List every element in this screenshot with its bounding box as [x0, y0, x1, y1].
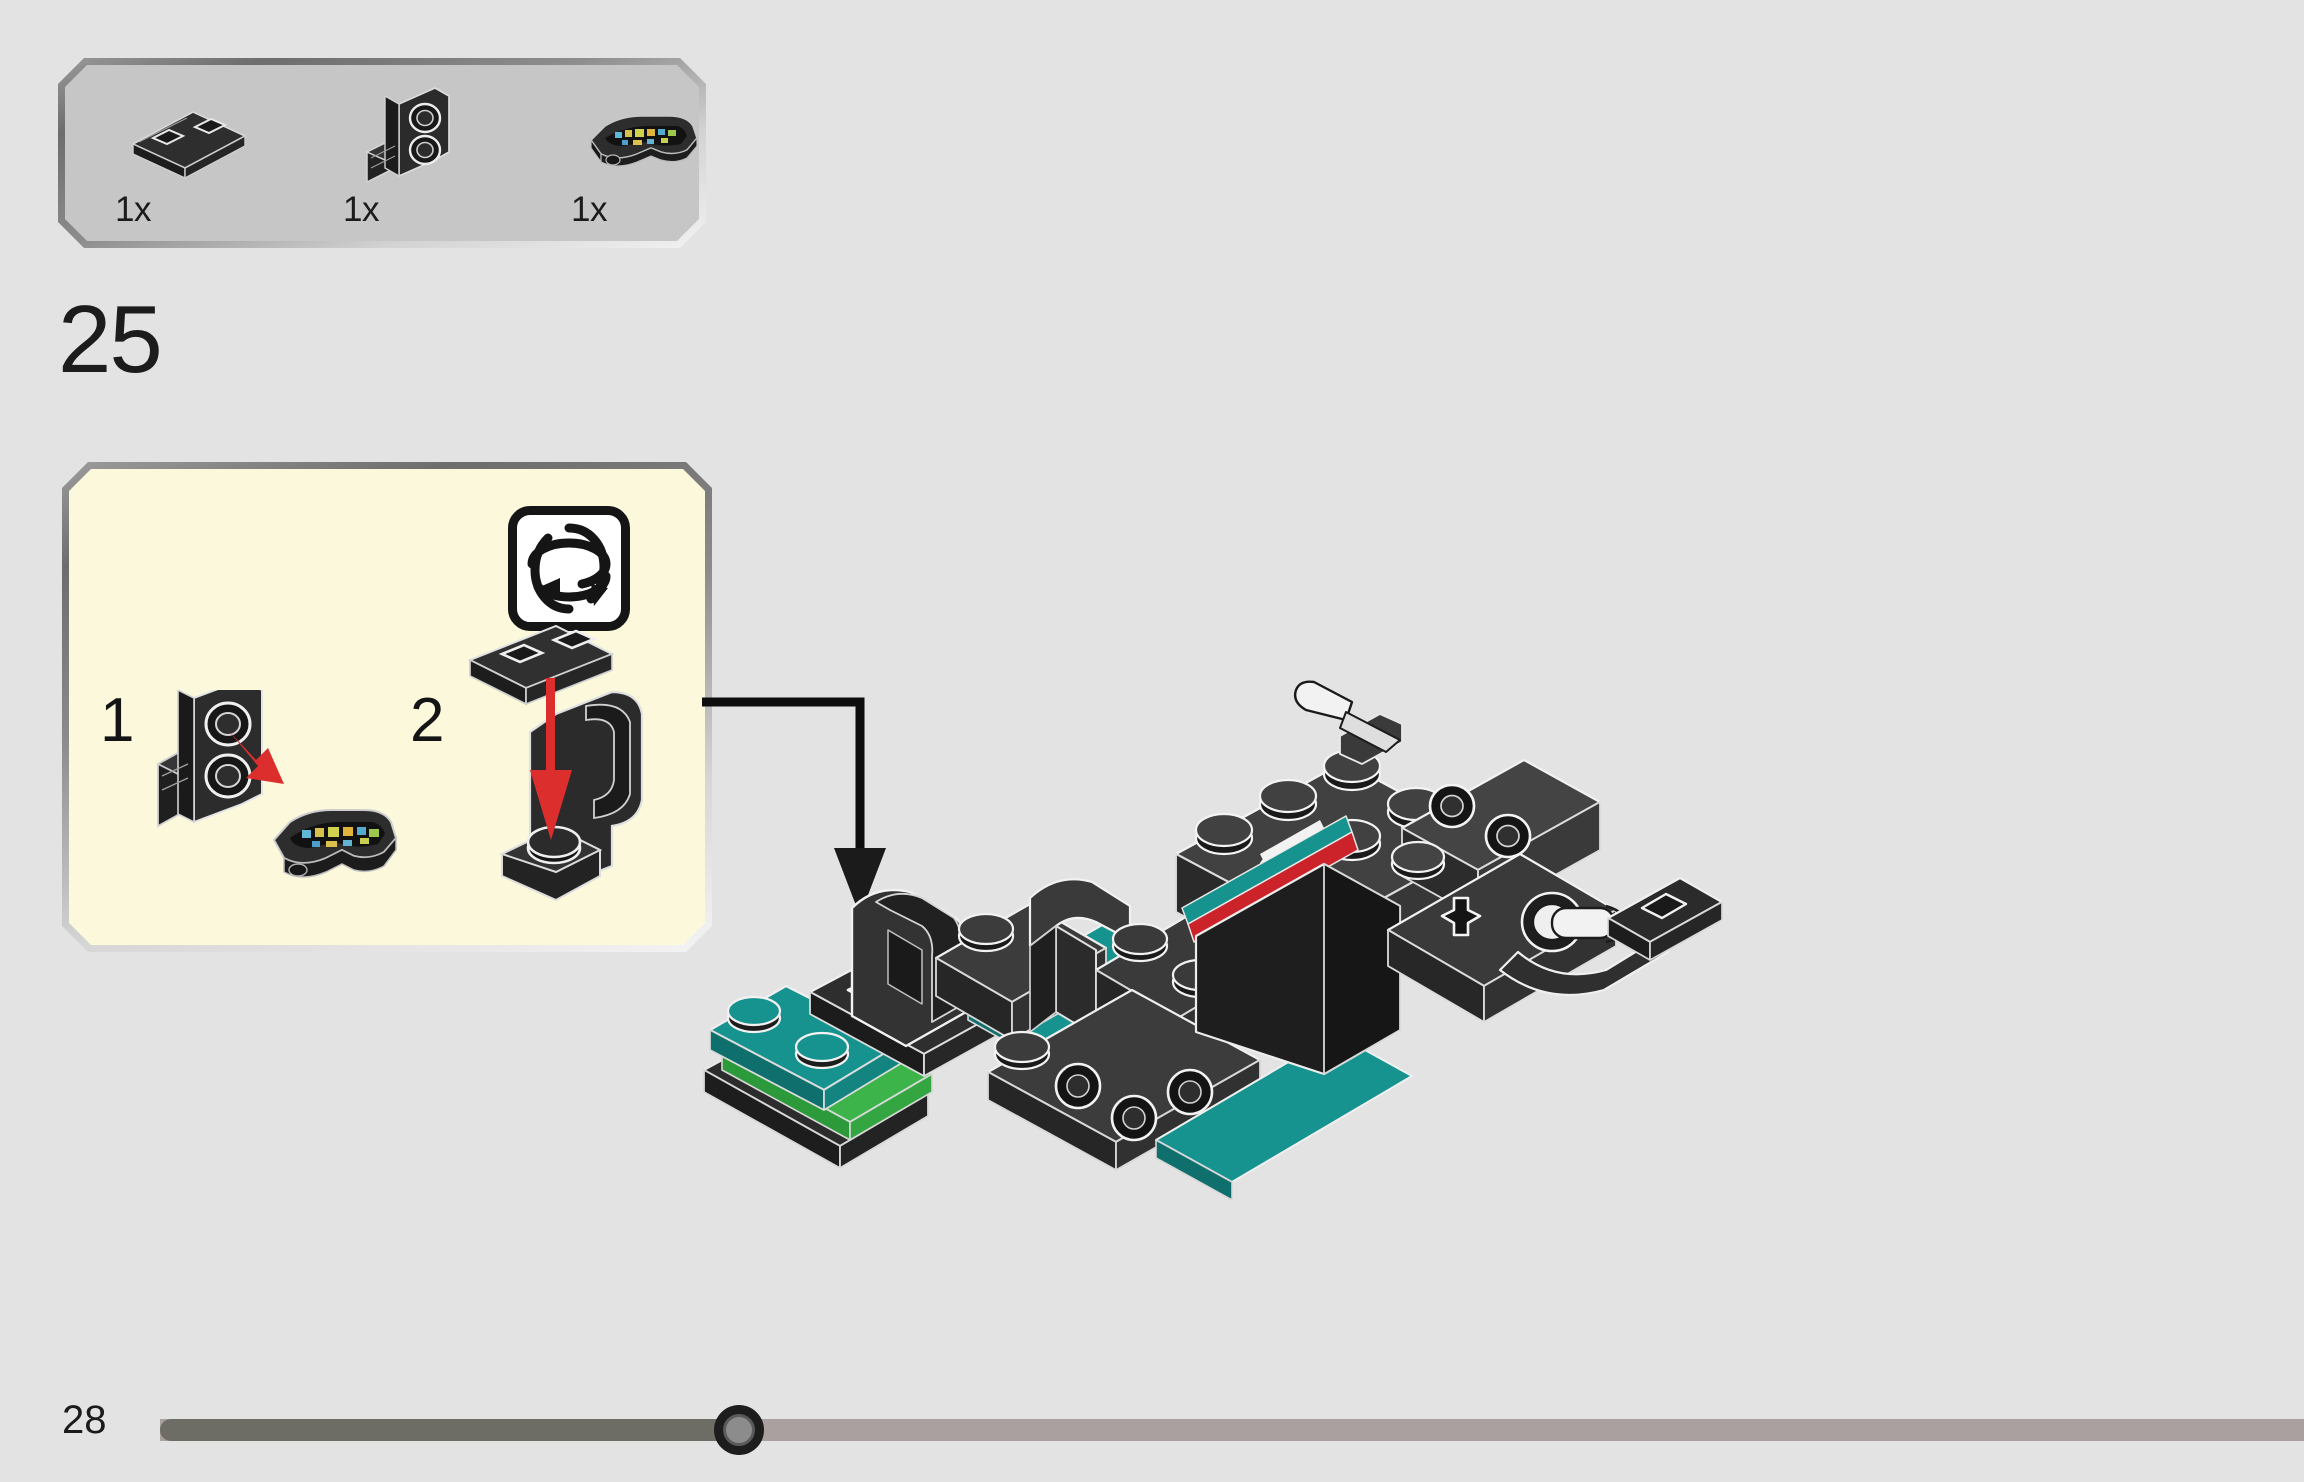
- substep-2-artwork: [460, 610, 720, 940]
- substep-number-2: 2: [410, 686, 445, 755]
- substep-1-artwork: [150, 678, 430, 920]
- progress-fill: [160, 1419, 739, 1441]
- part-item-1: 1x: [337, 82, 487, 227]
- rotate-3d-icon: [508, 506, 630, 631]
- progress-knob[interactable]: [713, 1405, 764, 1455]
- steering-wheel-printed-icon: [565, 82, 715, 190]
- progress-track[interactable]: [160, 1419, 2304, 1441]
- page-number: 28: [62, 1398, 107, 1442]
- parts-list-row: 1x: [65, 65, 699, 241]
- callout-connector-arrow: [700, 690, 900, 930]
- parts-list-box: 1x: [58, 58, 706, 248]
- part-quantity: 1x: [571, 190, 607, 229]
- part-quantity: 1x: [115, 190, 151, 229]
- bracket-1x2-2x2-icon: [337, 82, 487, 190]
- part-item-2: 1x: [565, 82, 715, 227]
- step-number: 25: [58, 286, 163, 393]
- part-quantity: 1x: [343, 190, 379, 229]
- plate-1x2-black-icon: [109, 82, 259, 190]
- substep-number-1: 1: [100, 686, 135, 755]
- part-item-0: 1x: [109, 82, 259, 227]
- model-assembly: [700, 640, 1780, 1260]
